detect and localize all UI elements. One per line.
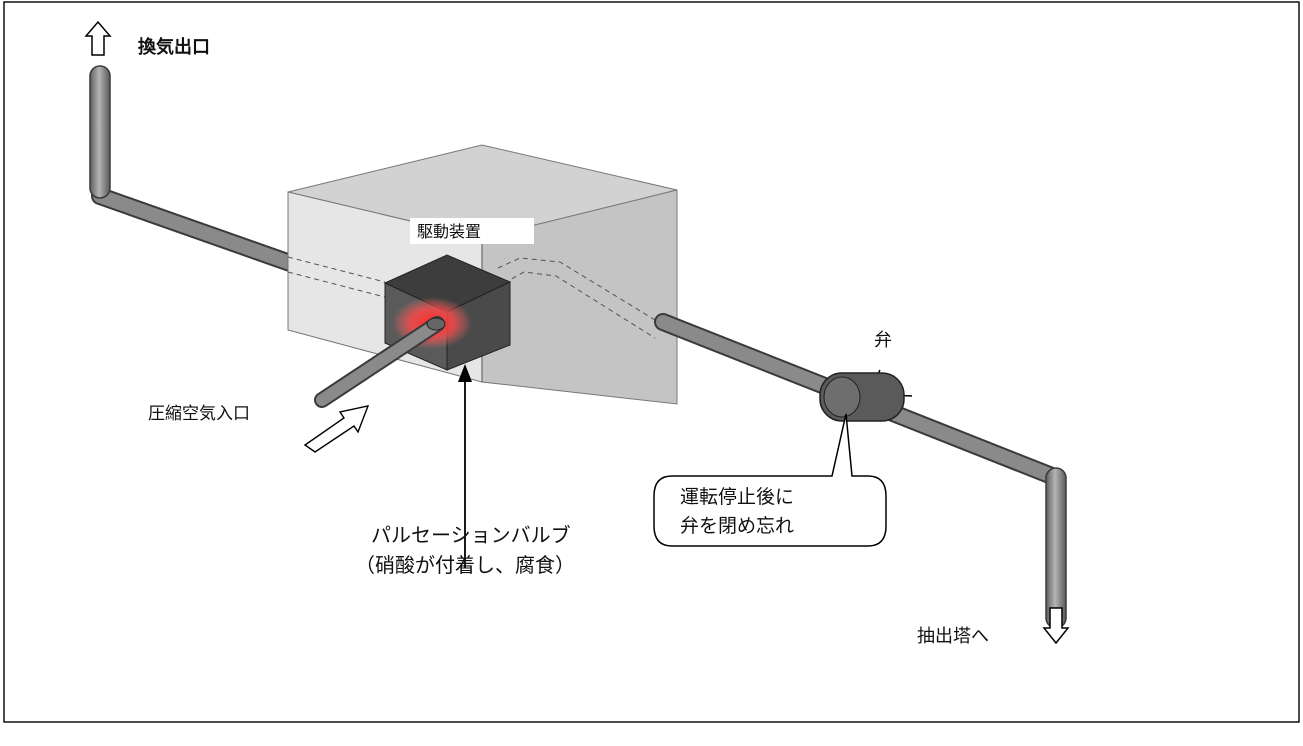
label-pulsation-valve-line1: パルセーションバルブ bbox=[371, 523, 571, 547]
label-exhaust-outlet: 換気出口 bbox=[138, 36, 210, 58]
internal-pipe-hidden bbox=[287, 256, 661, 339]
valve-note-bubble bbox=[653, 413, 887, 547]
arrow-down-icon bbox=[1042, 607, 1070, 645]
label-compressed-air-inlet: 圧縮空気入口 bbox=[148, 404, 250, 424]
label-valve-note-line2: 弁を閉め忘れ bbox=[680, 515, 794, 537]
label-drive-unit: 駆動装置 bbox=[417, 222, 481, 241]
outlet-pipe bbox=[654, 313, 1067, 629]
label-pulsation-valve-line2: （硝酸が付着し、腐食） bbox=[355, 553, 575, 577]
label-valve: 弁 bbox=[874, 330, 892, 351]
label-valve-note-line1: 運転停止後に bbox=[680, 486, 794, 508]
arrow-up-icon bbox=[84, 20, 112, 56]
drive-unit-label-bg bbox=[410, 218, 534, 244]
valve-body bbox=[819, 369, 913, 422]
pulsation-valve-callout bbox=[458, 364, 472, 568]
exhaust-pipe bbox=[89, 65, 299, 272]
diagram-frame bbox=[3, 1, 1300, 723]
label-to-extraction-tower: 抽出塔へ bbox=[917, 626, 989, 647]
inlet-pipe bbox=[314, 316, 446, 408]
arrow-up-right-icon bbox=[303, 405, 370, 453]
